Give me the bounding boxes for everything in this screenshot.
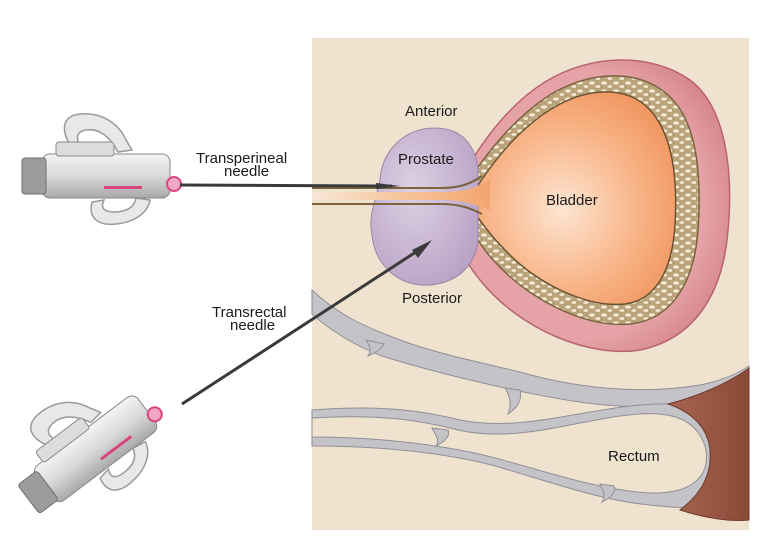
prostate-gland (370, 127, 479, 286)
needle-body (41, 153, 171, 199)
needle-tip (412, 240, 432, 258)
transperineal-needle (21, 113, 400, 226)
needle-hub (146, 406, 163, 423)
transperineal-needle-label-line1: Transperineal (196, 150, 288, 167)
needle-end-cap (21, 157, 47, 195)
posterior-label: Posterior (402, 290, 463, 307)
bladder-lumen (469, 91, 677, 306)
rectum-lumen (311, 413, 707, 494)
needle-hub (166, 176, 182, 192)
rectal-mucosal-fold (599, 483, 616, 504)
needle-shaft (181, 246, 423, 406)
rectal-fold-2 (504, 387, 522, 416)
transperineal-needle-label-line2: needle (224, 163, 270, 180)
bladder-label: Bladder (546, 192, 598, 209)
needle-button (55, 141, 115, 157)
rectal-fold-1 (364, 339, 385, 358)
rectum-muscle (666, 367, 750, 521)
urethra-wall-upper (312, 175, 483, 189)
handle-ring (90, 197, 151, 226)
transrectal-needle-label-line2: needle (230, 317, 276, 334)
urethra (312, 180, 490, 210)
needle-accent-stripe (100, 435, 133, 461)
rectum-label: Rectum (608, 448, 660, 465)
transrectal-needle-label-line1: Transrectal (212, 304, 287, 321)
prostate-label: Prostate (398, 151, 454, 168)
urethra-wall-lower (312, 203, 483, 215)
handle-ring (30, 401, 103, 448)
needle-accent-stripe (104, 186, 142, 189)
transrectal-needle (18, 395, 163, 514)
needle-end-cap (18, 471, 58, 514)
needle-shaft (179, 183, 393, 188)
anterior-label: Anterior (405, 103, 458, 120)
handle-ring (63, 113, 134, 153)
needle-button (35, 417, 90, 463)
rectal-mucosal-fold (431, 427, 450, 448)
needle-tip (376, 183, 400, 189)
